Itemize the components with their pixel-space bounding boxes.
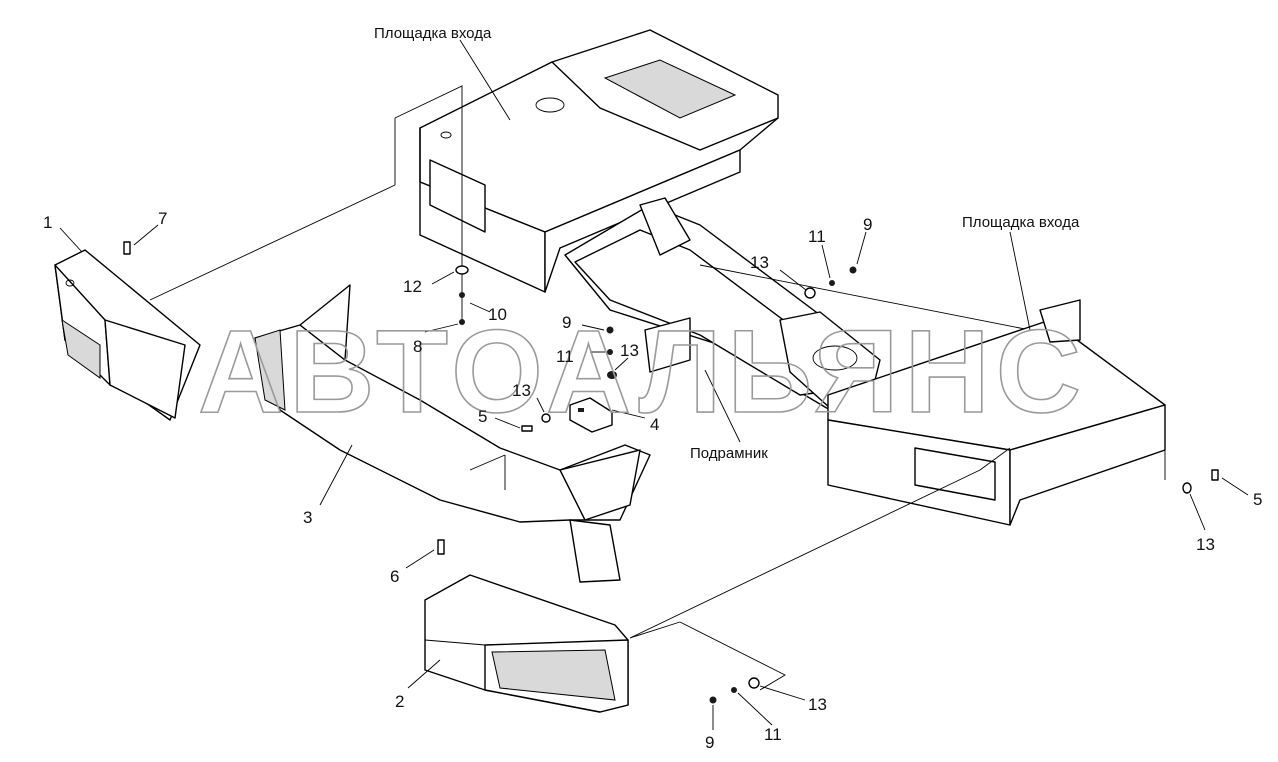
callout-13d: 13 (1196, 535, 1215, 554)
callout-9b: 9 (863, 215, 872, 234)
callout-13e: 13 (808, 695, 827, 714)
callout-13c: 13 (750, 253, 769, 272)
callout-2: 2 (395, 692, 404, 711)
caption-entry-platform-top: Площадка входа (374, 25, 492, 42)
callout-13b: 13 (512, 381, 531, 400)
callout-10: 10 (488, 305, 507, 324)
entry-platform-right (629, 299, 1166, 639)
callout-12: 12 (403, 277, 422, 296)
fasteners (123, 96, 1219, 704)
callout-11a: 11 (556, 347, 574, 366)
part-2-right-lamp-housing (424, 574, 786, 713)
callout-5b: 5 (1253, 490, 1262, 509)
callout-numbers: 1 2 3 4 5 5 6 7 8 9 9 9 10 11 11 11 12 1… (43, 209, 1262, 752)
callout-11c: 11 (764, 725, 782, 744)
callout-7: 7 (158, 209, 167, 228)
callout-9c: 9 (705, 733, 714, 752)
caption-subframe: Подрамник (690, 445, 768, 462)
watermark: АВТОАЛЬЯНС (198, 306, 1087, 438)
callout-3: 3 (303, 508, 312, 527)
leader-lines (59, 39, 1249, 730)
caption-entry-platform-right: Площадка входа (962, 214, 1080, 231)
callout-8: 8 (413, 337, 422, 356)
callout-9a: 9 (562, 313, 571, 332)
part-4-bracket (569, 397, 613, 433)
callout-4: 4 (650, 415, 659, 434)
callout-5a: 5 (478, 407, 487, 426)
callout-1: 1 (43, 213, 52, 232)
entry-platform-left (149, 29, 779, 301)
callout-11b: 11 (808, 227, 826, 246)
callout-13a: 13 (620, 341, 639, 360)
part-1-left-lamp-housing (54, 249, 201, 421)
callout-6: 6 (390, 567, 399, 586)
part-3-bumper (254, 284, 651, 583)
